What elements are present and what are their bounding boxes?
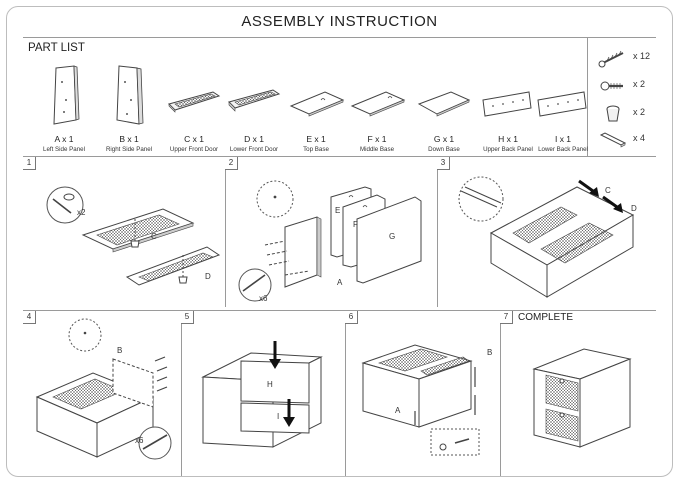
part-c: C x 1 Upper Front Door	[163, 62, 225, 156]
part-name: Upper Back Panel	[483, 146, 533, 153]
screw-icon	[598, 50, 624, 68]
part-e: E x 1 Top Base	[285, 62, 347, 156]
part-name: Lower Back Panel	[538, 146, 588, 153]
callout-qty: x6	[259, 294, 268, 303]
part-count: A x 1	[54, 134, 74, 144]
instruction-sheet: ASSEMBLY INSTRUCTION PART LIST A x 1 Lef…	[6, 6, 673, 477]
part-g: G x 1 Down Base	[413, 62, 475, 156]
label-b: B	[117, 346, 122, 355]
callout-qty: x6	[135, 436, 144, 445]
part-b: B x 1 Right Side Panel	[98, 62, 160, 156]
step-6-illustration: B A	[361, 344, 492, 456]
label-e: E	[335, 206, 340, 215]
bolt-icon	[600, 81, 623, 91]
steps-row-1: 1 x2 C D 2	[23, 156, 656, 307]
label-d: D	[631, 204, 637, 213]
step-number: 4	[23, 311, 36, 324]
part-list-section: PART LIST A x 1 Left Side Panel B x 1 Ri…	[23, 38, 588, 156]
step-3: 3 C D	[437, 157, 656, 307]
step-number: 1	[23, 157, 36, 170]
step-1: 1 x2 C D	[23, 157, 226, 307]
upper-back-panel-icon	[482, 91, 532, 117]
part-name: Middle Base	[359, 146, 395, 153]
complete-heading: COMPLETE	[518, 312, 574, 323]
part-name: Down Base	[428, 146, 460, 153]
step-number: 3	[437, 157, 450, 170]
page-title: ASSEMBLY INSTRUCTION	[241, 13, 438, 30]
label-h: H	[267, 380, 273, 389]
right-side-panel-icon	[116, 65, 144, 125]
label-a: A	[337, 278, 343, 287]
part-count: C x 1	[184, 134, 204, 144]
part-count: I x 1	[554, 134, 572, 144]
part-count: H x 1	[498, 134, 518, 144]
part-count: F x 1	[367, 134, 387, 144]
part-f: F x 1 Middle Base	[346, 62, 408, 156]
down-base-icon	[417, 91, 471, 117]
left-side-panel-icon	[53, 65, 80, 125]
part-name: Top Base	[303, 146, 329, 153]
label-c: C	[151, 232, 157, 241]
knob-icon	[606, 105, 620, 122]
part-count: B x 1	[119, 134, 139, 144]
step-number: 2	[225, 157, 238, 170]
step-number: 7	[500, 311, 513, 324]
part-h: H x 1 Upper Back Panel	[477, 62, 539, 156]
callout-qty: x2	[77, 208, 86, 217]
label-f: F	[353, 220, 358, 229]
upper-front-door-icon	[168, 91, 221, 113]
title-divider	[23, 37, 656, 38]
label-i: I	[277, 412, 279, 421]
steps-row-2: 4 B x6 5	[23, 310, 656, 476]
part-name: Left Side Panel	[43, 146, 85, 153]
lower-front-door-icon	[228, 89, 281, 112]
step-7: 7 COMPLETE	[500, 311, 656, 476]
step-4-illustration: B x6	[35, 318, 172, 460]
hardware-bracket: x 4	[597, 127, 657, 153]
step-3-illustration: C D	[458, 176, 637, 298]
step-6: 6 B A	[345, 311, 501, 476]
hardware-screw: x 12	[597, 45, 657, 71]
step-2-illustration: E F G A x6	[238, 180, 422, 303]
step-5: 5 H I	[181, 311, 346, 476]
step-number: 6	[345, 311, 358, 324]
lower-back-panel-icon	[537, 91, 587, 117]
middle-base-icon	[350, 91, 406, 117]
top-base-icon	[289, 91, 345, 117]
hardware-qty: x 2	[633, 79, 646, 89]
step-5-illustration: H I	[201, 341, 323, 448]
hardware-knob: x 2	[597, 101, 657, 127]
step-1-illustration: x2 C D	[46, 186, 221, 286]
label-b: B	[487, 348, 492, 357]
label-c: C	[605, 186, 611, 195]
step-number: 5	[181, 311, 194, 324]
part-count: G x 1	[433, 134, 455, 144]
part-count: D x 1	[244, 134, 264, 144]
label-a: A	[395, 406, 401, 415]
part-i: I x 1 Lower Back Panel	[532, 62, 594, 156]
step-4: 4 B x6	[23, 311, 182, 476]
label-d: D	[205, 272, 211, 281]
part-name: Upper Front Door	[169, 146, 219, 153]
part-list-label: PART LIST	[28, 42, 85, 54]
hardware-qty: x 12	[633, 51, 651, 61]
bracket-icon	[599, 132, 627, 148]
part-count: E x 1	[306, 134, 326, 144]
label-g: G	[389, 232, 395, 241]
part-d: D x 1 Lower Front Door	[223, 62, 285, 156]
hardware-qty: x 2	[633, 107, 646, 117]
step-2: 2 E F G A x6	[225, 157, 438, 307]
part-a: A x 1 Left Side Panel	[33, 62, 95, 156]
part-name: Right Side Panel	[105, 146, 153, 153]
step-7-illustration	[532, 348, 632, 448]
hardware-qty: x 4	[633, 133, 646, 143]
part-name: Lower Front Door	[229, 146, 279, 153]
hardware-bolt: x 2	[597, 73, 657, 99]
